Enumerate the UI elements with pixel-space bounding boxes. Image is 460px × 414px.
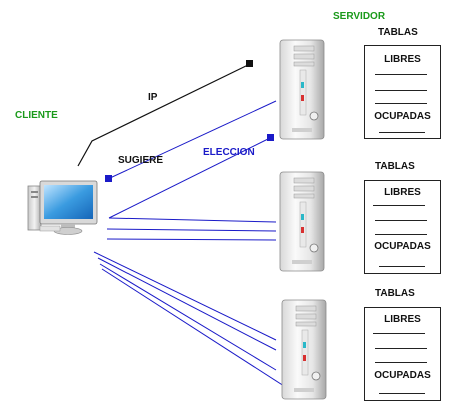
table-1-libres: LIBRES xyxy=(384,54,421,65)
ip-label: IP xyxy=(148,92,158,103)
server2-link-2 xyxy=(106,228,277,232)
ip-endpoint-marker xyxy=(246,60,253,67)
server3-link-3 xyxy=(99,263,277,371)
table-2-ocupadas-line xyxy=(379,266,425,267)
table-2-libres-line-1 xyxy=(373,205,425,206)
table-3-libres-line-1 xyxy=(373,333,425,334)
table-2-libres-line-3 xyxy=(375,234,427,235)
table-3-libres: LIBRES xyxy=(384,314,421,325)
server-tower-icon-2 xyxy=(279,171,325,272)
server2-link-1 xyxy=(108,217,277,223)
table-2-libres-line-2 xyxy=(375,220,427,221)
table-1-ocupadas-line xyxy=(379,132,425,133)
table-1-libres-line-3 xyxy=(375,103,427,104)
server3-link-4 xyxy=(101,268,285,387)
table-2-libres: LIBRES xyxy=(384,187,421,198)
table-1-box: LIBRES OCUPADAS xyxy=(364,45,441,139)
table-3-libres-line-2 xyxy=(375,348,427,349)
eleccion-label: ELECCION xyxy=(203,147,255,158)
client-computer-icon xyxy=(27,180,98,235)
table-3-ocupadas-line xyxy=(379,393,425,394)
table-3-ocupadas: OCUPADAS xyxy=(374,370,431,381)
table-3-libres-line-3 xyxy=(375,362,427,363)
table-1-libres-line-2 xyxy=(375,90,427,91)
table-2-ocupadas: OCUPADAS xyxy=(374,241,431,252)
server-tower-icon-3 xyxy=(281,299,327,400)
table-1-libres-line-1 xyxy=(375,74,427,75)
server-tower-icon-1 xyxy=(279,39,325,140)
eleccion-endpoint-marker xyxy=(267,134,274,141)
sugiere-label: SUGIERE xyxy=(118,155,164,166)
table-1-title: TABLAS xyxy=(378,27,418,38)
table-2-title: TABLAS xyxy=(375,161,415,172)
cliente-label: CLIENTE xyxy=(15,110,58,121)
sugiere-link-line xyxy=(109,100,277,179)
connection-lines xyxy=(77,60,285,387)
table-2-box: LIBRES OCUPADAS xyxy=(364,180,441,274)
table-3-title: TABLAS xyxy=(375,288,415,299)
table-3-box: LIBRES OCUPADAS xyxy=(364,307,441,401)
table-1-ocupadas: OCUPADAS xyxy=(374,111,431,122)
server3-link-1 xyxy=(93,251,277,341)
sugiere-endpoint-marker xyxy=(105,175,112,182)
eleccion-link-line xyxy=(108,137,271,219)
server3-link-2 xyxy=(97,257,277,351)
servidor-label: SERVIDOR xyxy=(333,11,386,22)
ip-link-line xyxy=(77,63,251,167)
server2-link-3 xyxy=(106,238,277,241)
